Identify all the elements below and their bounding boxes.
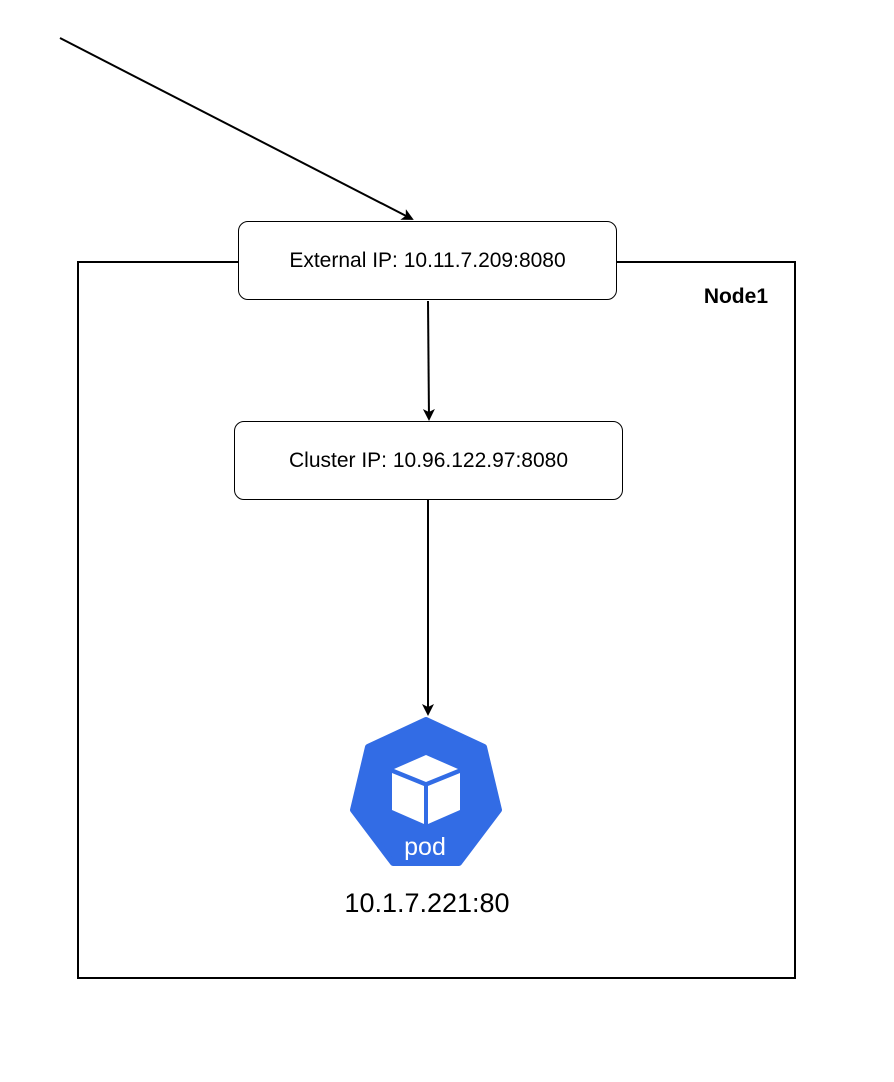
cluster-ip-box[interactable]: Cluster IP: 10.96.122.97:8080 [234,421,623,500]
kubernetes-pod-icon[interactable]: pod [349,717,503,870]
cluster-ip-label: Cluster IP: 10.96.122.97:8080 [288,448,569,472]
pod-heptagon [350,717,502,866]
incoming-traffic-arrow [59,37,414,220]
external-ip-box[interactable]: External IP: 10.11.7.209:8080 [238,221,617,300]
external-ip-label: External IP: 10.11.7.209:8080 [289,248,566,272]
cube-icon [392,755,460,824]
pod-icon-text: pod [404,833,446,861]
pod-address: 10.1.7.221:80 [344,888,510,918]
external-to-cluster-arrow [422,300,435,421]
node-label: Node1 [703,285,768,308]
node-container: Node1 [77,261,796,979]
